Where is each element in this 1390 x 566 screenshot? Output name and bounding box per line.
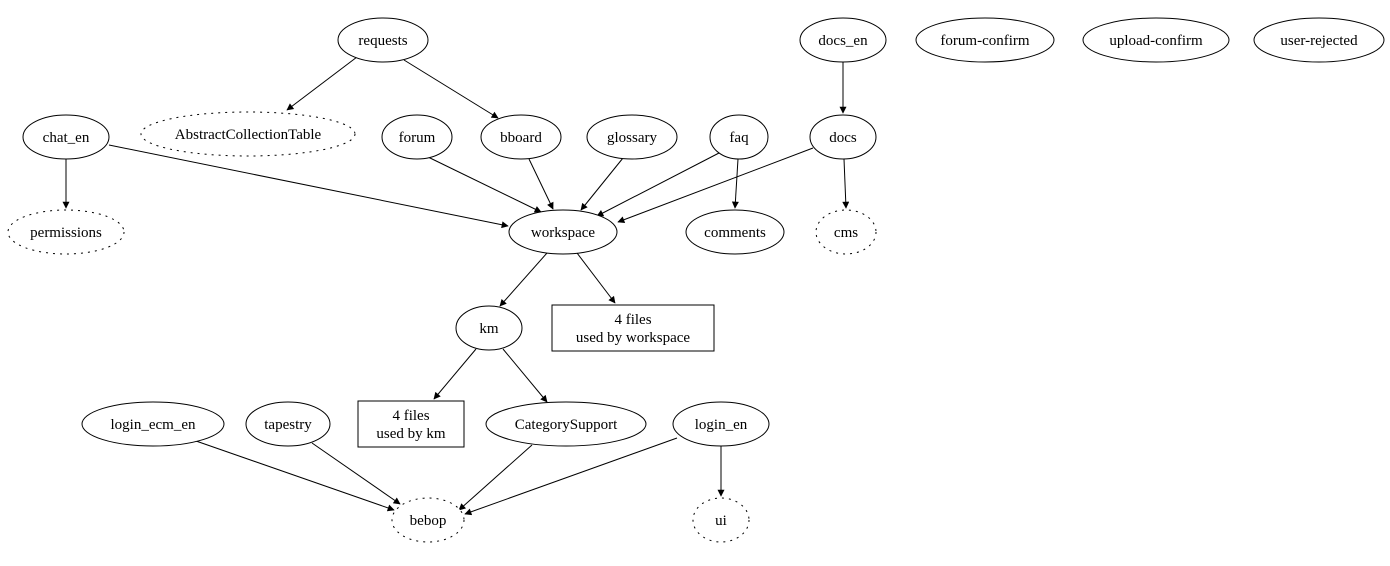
node-bebop: bebop — [391, 497, 465, 543]
node-forum-confirm: forum-confirm — [915, 17, 1055, 63]
node-shape-login_en — [672, 401, 770, 447]
node-CategorySupport: CategorySupport — [485, 401, 647, 447]
node-label-bebop: bebop — [410, 513, 447, 529]
node-requests: requests — [337, 17, 429, 63]
node-label-user-rejected: user-rejected — [1280, 33, 1358, 49]
node-tapestry: tapestry — [245, 401, 331, 447]
node-shape-permissions — [7, 209, 125, 255]
edge-forum-to-workspace — [427, 156, 542, 213]
node-glossary: glossary — [586, 114, 678, 160]
node-shape-docs — [809, 114, 877, 160]
node-label-login_en: login_en — [695, 417, 748, 433]
node-label-AbstractCollectionTable: AbstractCollectionTable — [175, 127, 322, 143]
node-shape-files-used-by-km — [357, 400, 465, 448]
node-permissions: permissions — [7, 209, 125, 255]
node-shape-glossary — [586, 114, 678, 160]
node-shape-bboard — [480, 114, 562, 160]
edge-docs-to-workspace — [617, 147, 814, 224]
node-upload-confirm: upload-confirm — [1082, 17, 1230, 63]
node-shape-docs_en — [799, 17, 887, 63]
node-faq: faq — [709, 114, 769, 160]
node-docs: docs — [809, 114, 877, 160]
edge-bboard-to-workspace — [528, 158, 554, 210]
node-label-files-used-by-km: 4 files used by km — [376, 408, 445, 442]
node-shape-comments — [685, 209, 785, 255]
node-cms: cms — [815, 209, 877, 255]
node-label-CategorySupport: CategorySupport — [515, 417, 618, 433]
node-label-line-files-used-by-workspace-0: 4 files — [614, 312, 651, 328]
node-label-forum: forum — [399, 130, 436, 146]
node-shape-tapestry — [245, 401, 331, 447]
node-shape-km — [455, 305, 523, 351]
node-label-forum-confirm: forum-confirm — [940, 33, 1029, 49]
edge-workspace-to-files-used-by-workspace — [576, 252, 616, 304]
node-comments: comments — [685, 209, 785, 255]
edge-requests-to-AbstractCollectionTable — [286, 56, 358, 111]
edge-faq-to-comments — [731, 158, 739, 209]
node-AbstractCollectionTable: AbstractCollectionTable — [140, 111, 356, 157]
node-shape-cms — [815, 209, 877, 255]
node-shape-forum — [381, 114, 453, 160]
node-label-tapestry: tapestry — [264, 417, 312, 433]
edge-login_ecm_en-to-bebop — [195, 440, 395, 512]
node-shape-workspace — [508, 209, 618, 255]
node-label-workspace: workspace — [531, 225, 595, 241]
edge-workspace-to-km — [499, 252, 548, 307]
edge-requests-to-bboard — [403, 59, 499, 119]
node-label-line-files-used-by-km-1: used by km — [376, 426, 445, 442]
edge-faq-to-workspace — [596, 152, 720, 217]
node-shape-files-used-by-workspace — [551, 304, 715, 352]
node-label-glossary: glossary — [607, 130, 657, 146]
edge-login_en-to-bebop — [464, 437, 678, 516]
node-files-used-by-km: 4 files used by km — [357, 400, 465, 448]
node-shape-upload-confirm — [1082, 17, 1230, 63]
node-workspace: workspace — [508, 209, 618, 255]
node-label-faq: faq — [729, 130, 749, 146]
edge-km-to-files-used-by-km — [433, 348, 477, 400]
node-label-permissions: permissions — [30, 225, 102, 241]
edge-chat_en-to-workspace — [108, 144, 509, 229]
node-shape-faq — [709, 114, 769, 160]
node-label-chat_en: chat_en — [43, 130, 90, 146]
node-label-upload-confirm: upload-confirm — [1109, 33, 1203, 49]
edge-docs-to-cms — [842, 158, 850, 209]
node-shape-ui — [692, 497, 750, 543]
node-shape-user-rejected — [1253, 17, 1385, 63]
node-shape-CategorySupport — [485, 401, 647, 447]
node-label-files-used-by-workspace: 4 files used by workspace — [576, 312, 690, 346]
node-shape-chat_en — [22, 114, 110, 160]
node-label-requests: requests — [358, 33, 407, 49]
node-ui: ui — [692, 497, 750, 543]
node-shape-forum-confirm — [915, 17, 1055, 63]
node-files-used-by-workspace: 4 files used by workspace — [551, 304, 715, 352]
node-login_en: login_en — [672, 401, 770, 447]
node-user-rejected: user-rejected — [1253, 17, 1385, 63]
node-forum: forum — [381, 114, 453, 160]
node-bboard: bboard — [480, 114, 562, 160]
node-label-line-files-used-by-workspace-1: used by workspace — [576, 330, 690, 346]
node-label-comments: comments — [704, 225, 766, 241]
node-label-login_ecm_en: login_ecm_en — [111, 417, 196, 433]
node-label-line-files-used-by-km-0: 4 files — [392, 408, 429, 424]
node-label-ui: ui — [715, 513, 727, 529]
node-label-docs: docs — [829, 130, 857, 146]
node-label-km: km — [479, 321, 499, 337]
node-shape-AbstractCollectionTable — [140, 111, 356, 157]
node-label-bboard: bboard — [500, 130, 542, 146]
node-chat_en: chat_en — [22, 114, 110, 160]
node-login_ecm_en: login_ecm_en — [81, 401, 225, 447]
node-shape-requests — [337, 17, 429, 63]
node-shape-bebop — [391, 497, 465, 543]
node-label-docs_en: docs_en — [818, 33, 868, 49]
node-label-cms: cms — [834, 225, 858, 241]
edge-tapestry-to-bebop — [311, 442, 401, 505]
node-docs_en: docs_en — [799, 17, 887, 63]
edge-km-to-CategorySupport — [502, 348, 548, 403]
node-shape-login_ecm_en — [81, 401, 225, 447]
edge-CategorySupport-to-bebop — [458, 444, 533, 511]
node-km: km — [455, 305, 523, 351]
edge-glossary-to-workspace — [580, 157, 624, 211]
